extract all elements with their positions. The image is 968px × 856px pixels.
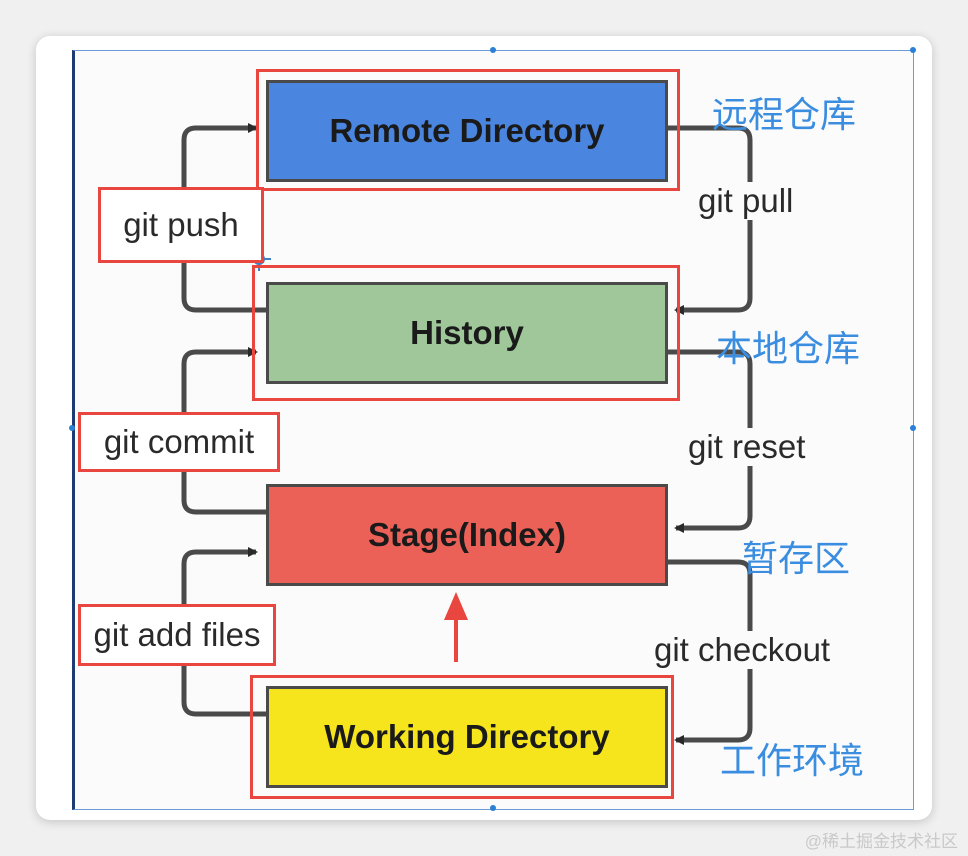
selection-handle-bottom[interactable]: [490, 805, 496, 811]
working-highlight: [250, 675, 674, 799]
working-directory-label: Working Directory: [324, 718, 610, 755]
history-annotation: 本地仓库: [716, 328, 861, 369]
selection-handle-right[interactable]: [910, 425, 916, 431]
stage-annotation: 暂存区: [742, 538, 851, 579]
git-add-files-box[interactable]: git add files: [78, 604, 276, 666]
selection-handle-top-right[interactable]: [910, 47, 916, 53]
stage-label: Stage(Index): [367, 516, 567, 553]
working-directory-box[interactable]: Working Directory: [266, 686, 668, 788]
stage-box[interactable]: Stage(Index): [266, 484, 668, 586]
git-push-box[interactable]: git push: [98, 187, 264, 263]
remote-annotation: 远程仓库: [712, 94, 857, 135]
working-annotation: 工作环境: [720, 740, 865, 781]
selection-handle-top[interactable]: [490, 47, 496, 53]
git-commit-label: git commit: [103, 423, 255, 460]
git-commit-box[interactable]: git commit: [78, 412, 280, 472]
git-checkout-label: git checkout: [650, 631, 835, 669]
git-push-label: git push: [123, 206, 239, 243]
history-box[interactable]: History: [266, 282, 668, 384]
git-reset-label: git reset: [684, 428, 810, 466]
remote-directory-label: Remote Directory: [329, 112, 605, 149]
history-label: History: [410, 314, 524, 351]
git-add-files-label: git add files: [93, 616, 261, 653]
history-highlight: [252, 265, 680, 401]
remote-directory-box[interactable]: Remote Directory: [266, 80, 668, 182]
watermark: @稀土掘金技术社区: [804, 832, 958, 851]
red-up-arrowhead: [444, 592, 468, 620]
selection-handle-left[interactable]: [69, 425, 75, 431]
git-pull-label: git pull: [694, 182, 798, 220]
remote-highlight: [256, 69, 680, 191]
